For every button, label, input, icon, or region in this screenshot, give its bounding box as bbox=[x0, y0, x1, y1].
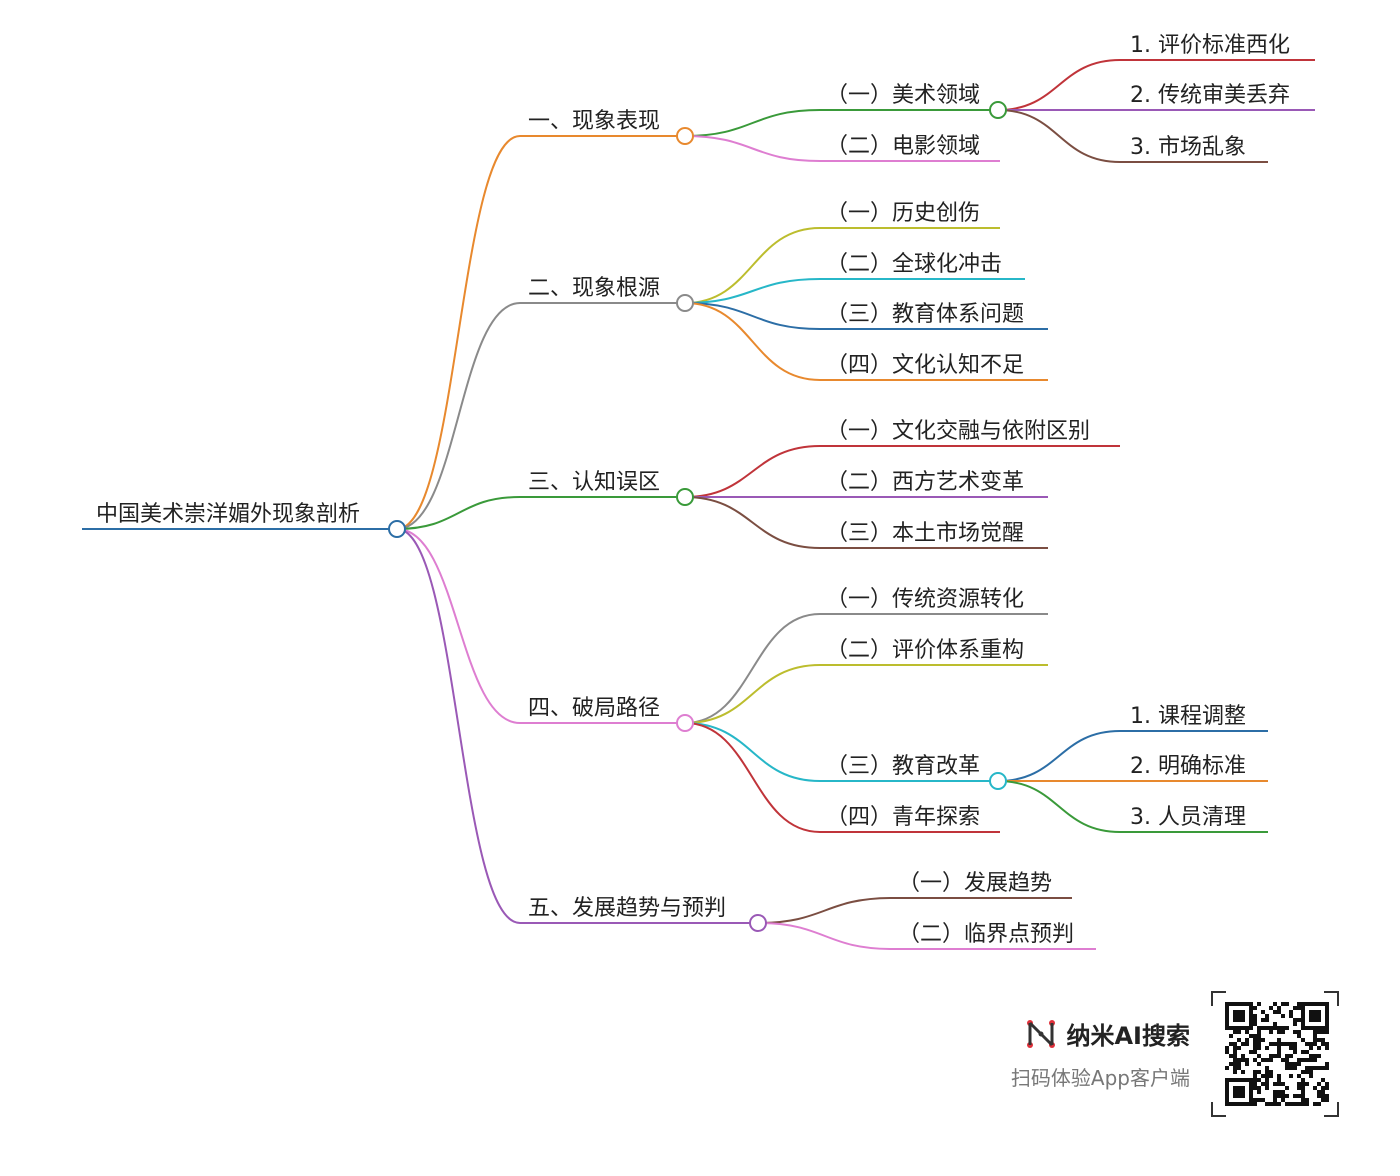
qr-code-icon[interactable] bbox=[1210, 990, 1340, 1118]
root-expand-dot[interactable] bbox=[388, 520, 406, 538]
branch-label: 四、破局路径 bbox=[528, 696, 660, 721]
brand-block: 纳米AI搜索 扫码体验App客户端 bbox=[970, 1010, 1190, 1100]
child-label: （三）教育体系问题 bbox=[826, 302, 1024, 327]
edge-branch-child bbox=[684, 613, 821, 724]
edge-branch-child bbox=[684, 722, 821, 833]
brand-name: 纳米AI搜索 bbox=[1066, 1022, 1190, 1050]
branch-expand-dot[interactable] bbox=[676, 714, 694, 732]
edge-branch-child bbox=[684, 302, 821, 381]
branch-expand-dot[interactable] bbox=[676, 488, 694, 506]
edge-branch-child bbox=[684, 109, 821, 137]
child-label: （四）文化认知不足 bbox=[826, 353, 1024, 378]
edge-branch-child bbox=[757, 897, 893, 924]
leaf-label: 1. 评价标准西化 bbox=[1130, 33, 1290, 58]
child-label: （一）历史创伤 bbox=[826, 201, 980, 226]
edge-root-branch bbox=[396, 496, 521, 530]
edge-branch-child bbox=[684, 445, 821, 498]
leaf-label: 1. 课程调整 bbox=[1130, 704, 1246, 729]
leaf-label: 2. 明确标准 bbox=[1130, 754, 1246, 779]
child-label: （二）全球化冲击 bbox=[826, 252, 1002, 277]
edge-child-leaf bbox=[997, 109, 1121, 163]
child-expand-dot[interactable] bbox=[989, 101, 1007, 119]
child-label: （一）美术领域 bbox=[826, 83, 980, 108]
edge-root-branch bbox=[396, 528, 521, 724]
edge-branch-child bbox=[684, 722, 821, 782]
edges bbox=[396, 59, 1315, 950]
child-label: （二）评价体系重构 bbox=[826, 638, 1024, 663]
edge-branch-child bbox=[684, 278, 821, 304]
leaf-label: 2. 传统审美丢弃 bbox=[1130, 83, 1290, 108]
branch-expand-dot[interactable] bbox=[676, 127, 694, 145]
child-label: （三）本土市场觉醒 bbox=[826, 521, 1024, 546]
brand-logo-icon bbox=[1027, 1019, 1056, 1048]
edge-branch-child bbox=[684, 496, 821, 549]
leaf-label: 3. 人员清理 bbox=[1130, 805, 1246, 830]
branch-label: 三、认知误区 bbox=[528, 470, 660, 495]
nodes bbox=[676, 101, 1007, 932]
child-expand-dot[interactable] bbox=[989, 772, 1007, 790]
child-label: （二）西方艺术变革 bbox=[826, 470, 1024, 495]
edge-root-branch bbox=[396, 135, 521, 530]
edge-branch-child bbox=[684, 664, 821, 724]
child-label: （二）临界点预判 bbox=[898, 922, 1074, 947]
branch-expand-dot[interactable] bbox=[676, 294, 694, 312]
edge-child-leaf bbox=[997, 730, 1121, 782]
edge-branch-child bbox=[757, 922, 893, 950]
root-node-label: 中国美术崇洋媚外现象剖析 bbox=[96, 502, 360, 527]
child-label: （一）传统资源转化 bbox=[826, 587, 1024, 612]
edge-child-leaf bbox=[997, 780, 1121, 833]
edge-branch-child bbox=[684, 135, 821, 162]
edge-branch-child bbox=[684, 227, 821, 304]
brand-row: 纳米AI搜索 bbox=[1024, 1016, 1190, 1051]
child-label: （一）文化交融与依附区别 bbox=[826, 419, 1090, 444]
branch-expand-dot[interactable] bbox=[749, 914, 767, 932]
edge-root-branch bbox=[396, 302, 521, 530]
branch-label: 二、现象根源 bbox=[528, 276, 660, 301]
child-label: （四）青年探索 bbox=[826, 805, 980, 830]
branch-label: 五、发展趋势与预判 bbox=[528, 896, 726, 921]
brand-subtitle: 扫码体验App客户端 bbox=[1010, 1066, 1190, 1090]
child-label: （三）教育改革 bbox=[826, 754, 980, 779]
branch-label: 一、现象表现 bbox=[528, 109, 660, 134]
child-label: （一）发展趋势 bbox=[898, 871, 1052, 896]
edge-branch-child bbox=[684, 302, 821, 330]
edge-child-leaf bbox=[997, 59, 1121, 111]
edge-root-branch bbox=[396, 528, 521, 924]
child-label: （二）电影领域 bbox=[826, 134, 980, 159]
leaf-label: 3. 市场乱象 bbox=[1130, 135, 1246, 160]
